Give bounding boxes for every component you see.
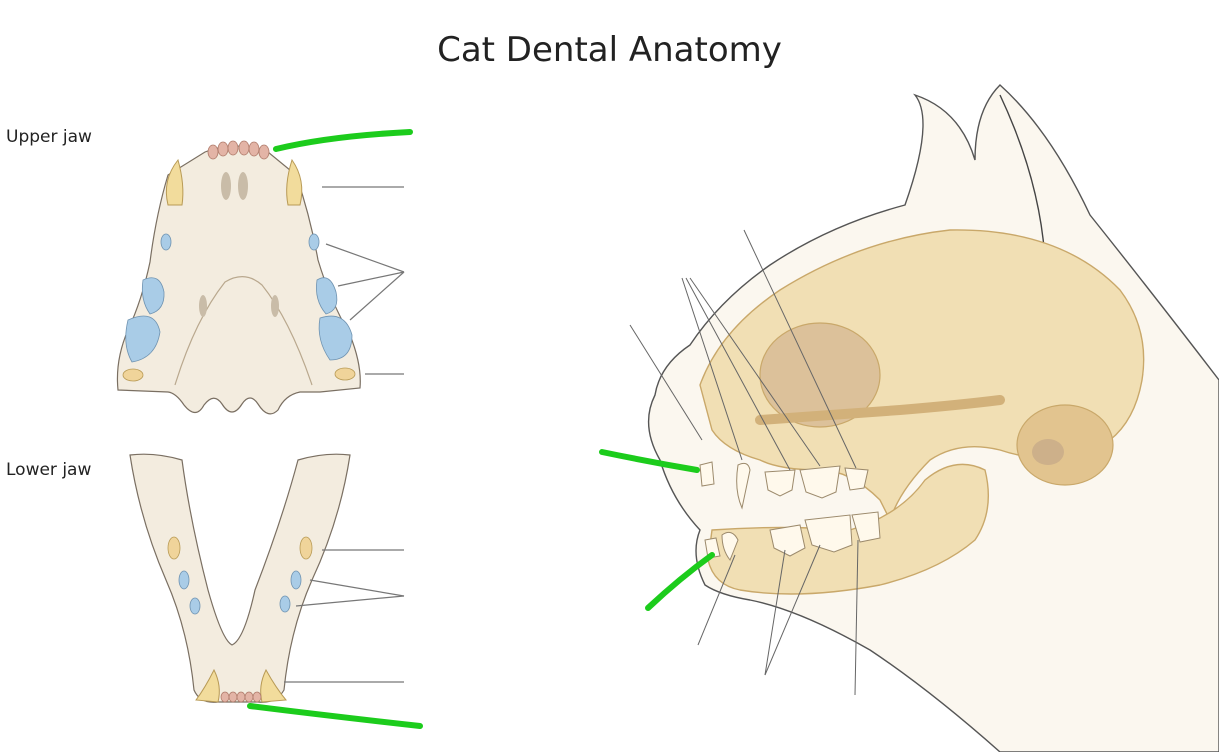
lower-jaw-diagram bbox=[129, 453, 423, 729]
upper-carnassial bbox=[318, 315, 353, 361]
lower-canine-left bbox=[195, 668, 220, 703]
lower-premolar bbox=[178, 570, 190, 590]
cat-skull-diagram bbox=[599, 84, 1219, 752]
upper-canine-left bbox=[165, 158, 184, 206]
palatine-foramen bbox=[221, 172, 231, 200]
upper-carnassial bbox=[125, 315, 161, 363]
page-title: Cat Dental Anatomy bbox=[437, 30, 782, 70]
ear-canal-opening bbox=[1032, 439, 1064, 465]
lower-jaw-label: Lower jaw bbox=[6, 460, 92, 480]
lower-incisors bbox=[220, 691, 262, 703]
eye-orbit bbox=[759, 322, 881, 428]
upper-leader-lines bbox=[322, 186, 405, 375]
lower-teeth-side bbox=[704, 511, 881, 561]
palatine-foramen bbox=[271, 295, 279, 317]
zygomatic-arch bbox=[755, 395, 1005, 425]
upper-teeth-side bbox=[699, 461, 869, 510]
skull-leader-lines bbox=[629, 229, 859, 696]
palatine-foramen bbox=[238, 172, 248, 200]
lower-premolar bbox=[167, 536, 181, 560]
upper-premolar bbox=[316, 277, 338, 315]
upper-premolar bbox=[141, 277, 165, 315]
mandible-bone bbox=[129, 453, 351, 703]
upper-premolar bbox=[160, 233, 172, 251]
palatine-foramen bbox=[199, 295, 207, 317]
lower-leader-lines bbox=[284, 549, 405, 683]
upper-incisors bbox=[207, 140, 270, 160]
ear-canal-bulla bbox=[1016, 404, 1114, 486]
lower-premolar bbox=[299, 536, 313, 560]
lower-molar bbox=[189, 597, 201, 615]
green-highlight-mark bbox=[599, 449, 700, 473]
green-highlight-mark bbox=[645, 552, 715, 611]
upper-jaw-label: Upper jaw bbox=[6, 127, 92, 147]
green-highlight-mark bbox=[247, 703, 423, 729]
upper-molar bbox=[334, 367, 356, 381]
upper-premolar bbox=[308, 233, 320, 251]
upper-jaw-diagram bbox=[116, 129, 413, 415]
lower-premolar bbox=[290, 570, 302, 590]
upper-canine-right bbox=[286, 158, 303, 206]
palate-ridge bbox=[174, 276, 313, 386]
upper-molar bbox=[122, 368, 144, 382]
green-highlight-mark bbox=[273, 129, 413, 152]
lower-molar bbox=[279, 595, 291, 613]
